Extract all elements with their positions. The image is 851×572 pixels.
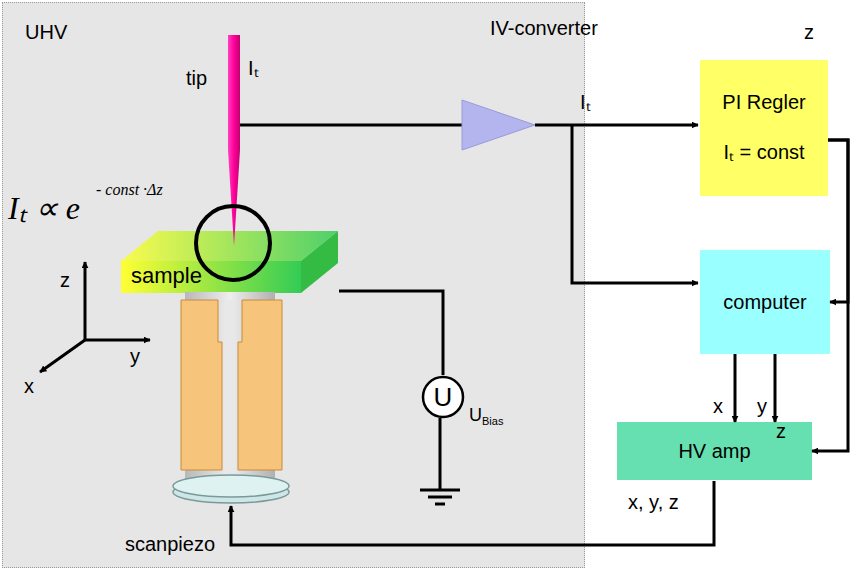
axis-arrow: [84, 262, 87, 340]
source-name: U: [469, 405, 482, 425]
annotation-label: Iₜ: [580, 92, 591, 112]
annotation-label: Iₜ: [248, 58, 259, 78]
vacuum-region: UHVsampleUUBias: [2, 2, 585, 568]
tunnel-circle: [196, 206, 270, 280]
annotation-label: - const ·Δz: [96, 182, 163, 198]
piezo-base: [173, 475, 289, 497]
axis-arrow: [85, 339, 150, 342]
signal-label: y: [757, 396, 767, 416]
annotation-label: scanpiezo: [125, 534, 215, 554]
signal-label: x: [713, 396, 723, 416]
region-label: UHV: [25, 21, 67, 44]
current-branch: [572, 125, 698, 283]
annotation-label: IV-converter: [490, 18, 598, 38]
source-heading: UBias: [469, 405, 503, 427]
signal-connector: [734, 354, 737, 422]
piezo-drive-wire: [231, 481, 714, 545]
signal-connector: [812, 140, 848, 451]
current-wire: [535, 124, 698, 127]
signal-connector: [828, 140, 848, 302]
process-box: PI Regler Iₜ = const: [700, 60, 828, 196]
tip: [228, 35, 240, 246]
amplifier-symbol: [462, 100, 535, 150]
annotation-label: y: [130, 346, 140, 366]
ground-symbol: [420, 490, 460, 504]
signal-connector: [774, 354, 777, 422]
annotation-label: x, y, z: [628, 492, 679, 512]
signal-label: z: [776, 421, 786, 441]
voltage-source: UUBias: [421, 375, 465, 419]
box-text: HV amp: [678, 440, 750, 463]
box-text: PI Regler: [722, 91, 805, 114]
source-subscript: Bias: [482, 415, 503, 427]
source-symbol: U: [421, 375, 465, 419]
process-box: computer: [700, 250, 830, 354]
annotation-label: Iₜ ∝ e: [8, 192, 80, 224]
annotation-label: x: [24, 376, 34, 396]
piezo-electrode: [181, 300, 222, 470]
signal-connector: [339, 291, 443, 375]
sample: sample: [121, 229, 339, 295]
tip-wire: [240, 124, 462, 127]
piezo-slit: [226, 300, 234, 475]
annotation-label: z: [60, 270, 70, 290]
ground-wire: [439, 418, 442, 490]
box-text: Iₜ = const: [723, 138, 804, 165]
annotation-label: z: [804, 22, 814, 42]
sample-label: sample: [131, 263, 202, 289]
axis-arrow: [40, 340, 85, 372]
piezo-electrode: [238, 300, 282, 470]
annotation-label: tip: [186, 68, 207, 88]
box-text: computer: [723, 291, 806, 314]
